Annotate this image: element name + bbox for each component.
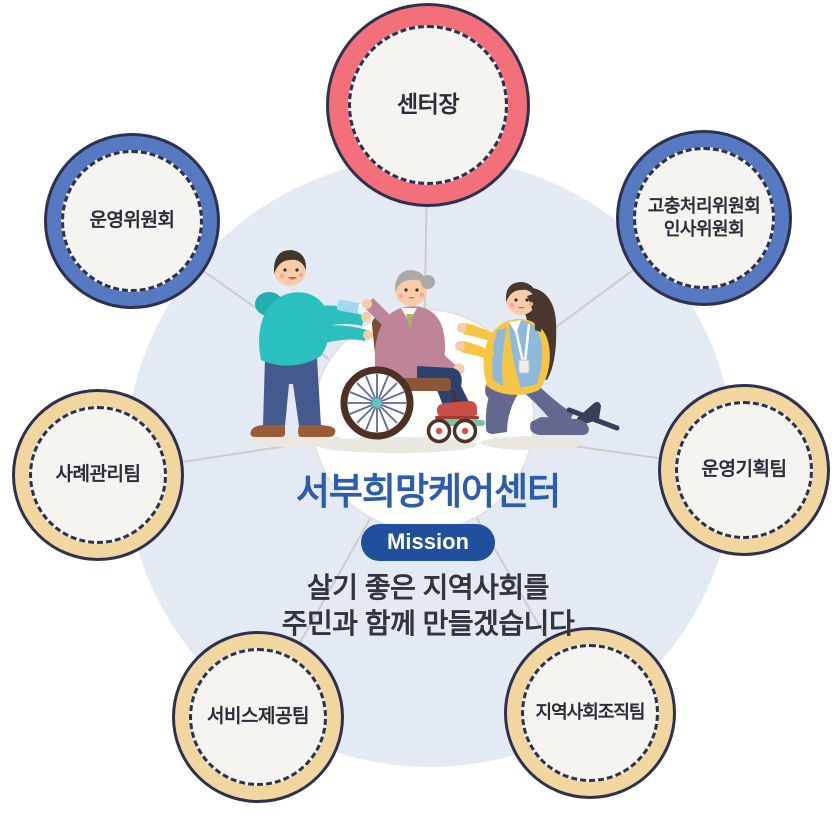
org-node-steering-committee-inner: 운영위원회 xyxy=(61,150,203,292)
org-node-center-director: 센터장 xyxy=(326,3,530,207)
center-copy-block: 서부희망케어센터 Mission 살기 좋은 지역사회를 주민과 함께 만들겠습… xyxy=(158,471,698,643)
wheelchair-rear-wheel xyxy=(340,366,414,440)
org-node-steering-committee: 운영위원회 xyxy=(44,133,220,309)
org-node-steering-committee-label: 운영위원회 xyxy=(89,209,175,231)
org-node-grievance-personnel-committee-label: 고충처리위원회 인사위원회 xyxy=(647,195,761,239)
mission-statement: 살기 좋은 지역사회를 주민과 함께 만들겠습니다 xyxy=(158,570,698,643)
org-node-service-provision-team-label: 서비스제공팀 xyxy=(207,705,309,727)
org-node-case-management-team: 사례관리팀 xyxy=(12,389,184,561)
org-node-community-organization-team-inner: 지역사회조직팀 xyxy=(521,644,659,782)
org-node-grievance-personnel-committee: 고충처리위원회 인사위원회 xyxy=(616,130,792,306)
org-node-community-organization-team-label: 지역사회조직팀 xyxy=(535,702,646,723)
org-node-case-management-team-label: 사례관리팀 xyxy=(55,463,141,485)
org-node-service-provision-team-inner: 서비스제공팀 xyxy=(189,648,327,786)
ground-shadows xyxy=(247,433,585,453)
org-node-operations-planning-team: 운영기획팀 xyxy=(658,384,830,556)
care-scene-illustration xyxy=(247,250,620,453)
org-node-operations-planning-team-label: 운영기획팀 xyxy=(701,458,787,480)
org-node-grievance-personnel-committee-inner: 고충처리위원회 인사위원회 xyxy=(633,147,775,289)
org-node-case-management-team-inner: 사례관리팀 xyxy=(29,406,167,544)
man-figure xyxy=(250,250,373,437)
mission-statement-line2: 주민과 함께 만들겠습니다 xyxy=(281,608,575,640)
wheelchair-casters xyxy=(426,418,478,444)
org-node-operations-planning-team-inner: 운영기획팀 xyxy=(675,401,813,539)
org-node-center-director-inner: 센터장 xyxy=(348,25,508,185)
cane xyxy=(566,407,620,431)
elderly-woman-wheelchair xyxy=(340,270,485,444)
org-title: 서부희망케어센터 xyxy=(295,471,561,512)
mission-badge: Mission xyxy=(361,523,495,561)
org-node-center-director-label: 센터장 xyxy=(397,91,459,118)
org-node-service-provision-team: 서비스제공팀 xyxy=(172,631,344,803)
mission-statement-line1: 살기 좋은 지역사회를 xyxy=(307,571,549,603)
caregiver-figure xyxy=(455,282,620,435)
org-node-community-organization-team: 지역사회조직팀 xyxy=(504,627,676,799)
